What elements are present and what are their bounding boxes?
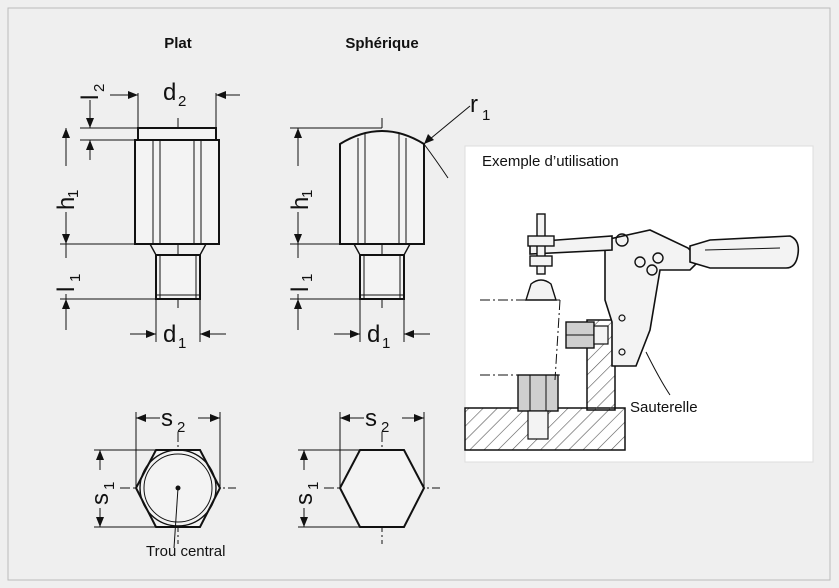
sph-dim-l1-label: l	[287, 287, 314, 292]
plat-dim-s1-index: 1	[101, 482, 118, 490]
sph-dim-s1-label: s	[291, 493, 318, 505]
plat-dim-s2-index: 2	[177, 419, 185, 436]
dim-l2-index: 2	[91, 84, 108, 92]
dim-l1-index: 1	[67, 274, 84, 282]
plat-side-view	[134, 118, 220, 310]
sph-dim-s2-label: s	[365, 405, 377, 432]
plat-dim-s2: s 2	[135, 404, 221, 488]
dim-l1-label: l	[53, 287, 80, 292]
plat-dim-s2-label: s	[161, 405, 173, 432]
sph-dim-h1-index: 1	[299, 190, 316, 198]
dim-l2-label: l	[77, 95, 104, 100]
sph-dim-d1-label: d	[367, 321, 380, 348]
header-spherique: Sphérique	[345, 35, 418, 52]
sph-dim-d1-index: 1	[382, 335, 390, 352]
dim-r1-label: r	[470, 91, 478, 118]
spherique-dim-s1: s 1	[291, 449, 360, 528]
example-title: Exemple d’utilisation	[482, 153, 619, 170]
plat-dim-s1: s 1	[87, 449, 156, 528]
sph-dim-s2-index: 2	[381, 419, 389, 436]
toggle-clamp-body	[604, 229, 702, 367]
plat-dim-l1: l 1	[52, 244, 156, 330]
dim-h1-label: h	[53, 197, 80, 210]
sph-dim-l1-index: 1	[299, 274, 316, 282]
usage-example-panel: Exemple d’utilisation	[464, 145, 814, 463]
dim-d2-index: 2	[178, 93, 186, 110]
sph-dim-s1-index: 1	[305, 482, 322, 490]
plat-dim-l2: l 2	[77, 84, 138, 160]
sph-dim-h1-label: h	[287, 197, 314, 210]
plat-dim-d1: d 1	[130, 299, 226, 352]
spherique-dim-h1: h 1	[286, 127, 382, 245]
spindle-tip	[525, 279, 557, 301]
plat-top-view: Trou central	[120, 432, 236, 560]
spherique-dim-s2: s 2	[339, 404, 425, 488]
clamp-handle	[689, 235, 800, 269]
plat-dim-s1-label: s	[87, 493, 114, 505]
spherique-dim-d1: d 1	[334, 299, 430, 352]
header-plat: Plat	[164, 35, 192, 52]
dim-d2-label: d	[163, 79, 176, 106]
spherique-side-view	[339, 118, 425, 310]
spherique-dim-l1: l 1	[286, 244, 360, 330]
dim-r1-index: 1	[482, 107, 490, 124]
dim-h1-index: 1	[65, 190, 82, 198]
plat-dim-d2: d 2	[110, 79, 240, 128]
spherique-dim-r1: r 1	[423, 91, 490, 179]
sauterelle-label: Sauterelle	[630, 399, 698, 416]
dim-d1-index: 1	[178, 335, 186, 352]
spherique-top-view	[324, 432, 440, 544]
center-hole-label: Trou central	[146, 543, 225, 560]
plat-dim-h1: h 1	[52, 128, 135, 245]
dim-d1-label: d	[163, 321, 176, 348]
vertical-pressure-screw	[517, 374, 559, 412]
